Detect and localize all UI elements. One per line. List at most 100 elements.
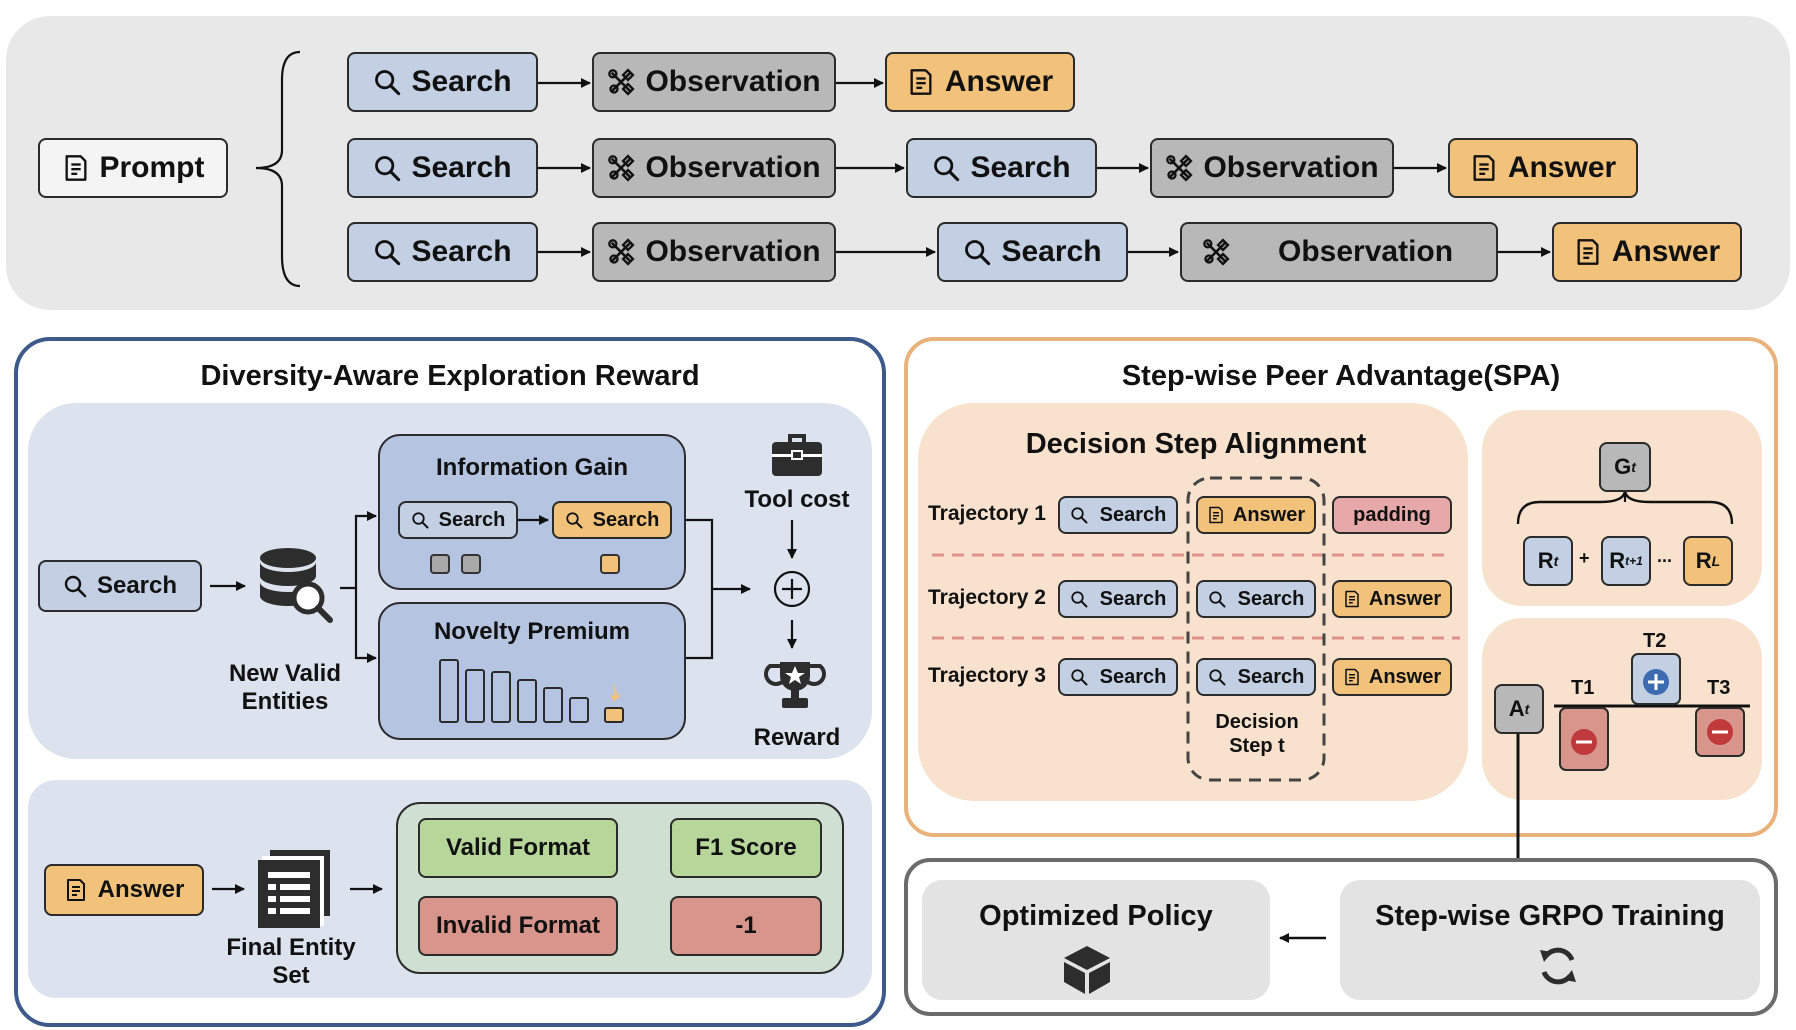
row1-answer: Answer [885, 52, 1075, 112]
row3-answer-label: Answer [1611, 235, 1721, 268]
alignment-title: Decision Step Alignment [1025, 428, 1367, 460]
dae-search-label: Search [96, 572, 178, 599]
t2-step1-label: Search [1099, 587, 1167, 610]
toolbox-icon [772, 434, 822, 476]
decision-step-label: Decision Step t [1215, 711, 1299, 757]
row3-search-1: Search [347, 222, 538, 282]
information-gain-title: Information Gain [436, 454, 628, 481]
ellipsis: ... [1657, 546, 1673, 566]
trajectory-2-label: Trajectory 2 [928, 586, 1046, 609]
row1-observation: Observation [592, 52, 836, 112]
r-l-sub: L [1711, 553, 1721, 569]
row2-answer-label: Answer [1507, 151, 1617, 184]
valid-format: Valid Format [418, 818, 618, 878]
a-label: A [1508, 696, 1525, 721]
row3-search-2-label: Search [1001, 235, 1102, 268]
invalid-format: Invalid Format [418, 896, 618, 956]
entity-chip [461, 554, 481, 574]
row2-search-1-label: Search [411, 151, 512, 184]
t3-step1-label: Search [1099, 665, 1167, 688]
novelty-premium-title: Novelty Premium [433, 618, 631, 645]
t1-step3-label: padding [1353, 503, 1431, 526]
prompt-node: Prompt [38, 138, 228, 198]
trajectory-1-label: Trajectory 1 [928, 502, 1046, 525]
row1-search-label: Search [411, 65, 512, 98]
t1-step3: padding [1332, 496, 1452, 534]
refresh-icon [1540, 947, 1576, 985]
g-sub: t [1631, 459, 1636, 475]
database-icon [260, 548, 333, 623]
row2-search-2-label: Search [970, 151, 1071, 184]
neg-one-label: -1 [735, 912, 757, 939]
final-entity-set-label: Final Entity Set [226, 934, 356, 989]
neg-one-score: -1 [670, 896, 822, 956]
row3-observation-2: Observation [1180, 222, 1498, 282]
r-t-sub: t [1553, 553, 1559, 569]
t2-label: T2 [1643, 630, 1667, 652]
invalid-format-label: Invalid Format [435, 912, 601, 939]
row3-observation-2-label: Observation [1278, 235, 1454, 268]
row2-observation-1: Observation [592, 138, 836, 198]
row2-answer: Answer [1448, 138, 1638, 198]
t2-step2-label: Search [1237, 587, 1305, 610]
t3-step1: Search [1058, 658, 1178, 696]
ig-search-b-label: Search [592, 508, 660, 531]
t3-step2-label: Search [1237, 665, 1305, 688]
ig-search-a-label: Search [438, 508, 506, 531]
dae-search: Search [38, 560, 202, 612]
grpo-training-label: Step-wise GRPO Training [1375, 900, 1725, 932]
t3-step3-label: Answer [1368, 665, 1442, 688]
t2-step1: Search [1058, 580, 1178, 618]
cube-icon [1064, 946, 1110, 994]
t3-step2: Search [1196, 658, 1316, 696]
dae-answer: Answer [44, 864, 204, 916]
g-label: G [1614, 454, 1632, 479]
t1-step2: Answer [1196, 496, 1316, 534]
row1-observation-label: Observation [645, 65, 821, 98]
dae-title: Diversity-Aware Exploration Reward [200, 360, 700, 392]
a-sub: t [1524, 701, 1530, 717]
t2-step3: Answer [1332, 580, 1452, 618]
t1-step1: Search [1058, 496, 1178, 534]
optimized-policy-label: Optimized Policy [979, 900, 1213, 932]
tool-cost-label: Tool cost [744, 486, 850, 513]
row3-search-1-label: Search [411, 235, 512, 268]
entity-chip-new [600, 554, 620, 574]
prompt-label: Prompt [99, 151, 205, 184]
t1-step1-label: Search [1099, 503, 1167, 526]
r-l-label: R [1695, 548, 1712, 573]
t3-step3: Answer [1332, 658, 1452, 696]
new-valid-entities-label: New Valid Entities [228, 660, 342, 715]
ig-search-b: Search [552, 501, 672, 539]
entity-chip [430, 554, 450, 574]
row1-search: Search [347, 52, 538, 112]
t2-step3-label: Answer [1368, 587, 1442, 610]
plus-sign: + [1579, 548, 1590, 568]
row2-search-2: Search [906, 138, 1097, 198]
t1-step2-label: Answer [1232, 503, 1306, 526]
f1-score: F1 Score [670, 818, 822, 878]
row3-search-2: Search [937, 222, 1128, 282]
spa-title: Step-wise Peer Advantage(SPA) [1121, 360, 1561, 392]
trajectory-3-label: Trajectory 3 [928, 664, 1046, 687]
row3-observation-1: Observation [592, 222, 836, 282]
entity-set-icon [258, 850, 330, 928]
row3-answer: Answer [1552, 222, 1742, 282]
novelty-premium-box [378, 602, 686, 740]
dae-answer-label: Answer [97, 876, 185, 903]
trophy-icon [764, 662, 826, 708]
t3-label: T3 [1707, 677, 1731, 699]
row3-observation-1-label: Observation [645, 235, 821, 268]
ig-search-a: Search [398, 501, 518, 539]
novelty-bars [439, 659, 624, 723]
r-t1-sub: t+1 [1625, 554, 1643, 568]
